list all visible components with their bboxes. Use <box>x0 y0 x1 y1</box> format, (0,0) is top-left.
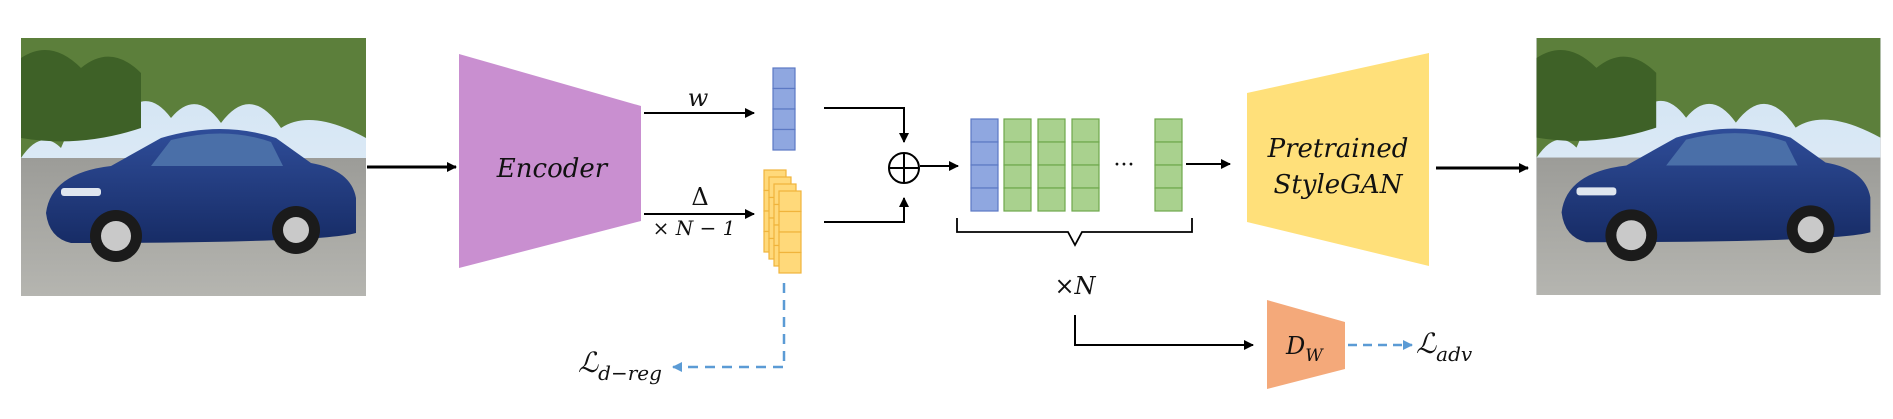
repeat-brace <box>956 218 1193 247</box>
w-vector-cells <box>772 67 796 151</box>
repeat-n-label: ×N <box>1054 272 1096 300</box>
delta-vector-4 <box>778 190 802 274</box>
latent-to-discriminator-arrow <box>1074 315 1254 350</box>
stylegan-label-line1: Pretrained <box>1267 134 1409 164</box>
delta-latent-stack <box>763 169 802 274</box>
discriminator-block: DW <box>1267 300 1345 389</box>
delta-to-sum-arrow <box>824 197 909 223</box>
latent-ellipsis: ··· <box>1114 153 1135 178</box>
latent-code-green-last <box>1154 118 1183 212</box>
delta-to-dreg-dashed-arrow <box>672 283 786 372</box>
svg-text:ℒd−reg: ℒd−reg <box>578 346 662 385</box>
latent-code-green-3 <box>1071 118 1100 212</box>
latent-code-w <box>970 118 999 212</box>
stylegan-block: Pretrained StyleGAN <box>1247 53 1429 266</box>
encoder-label: Encoder <box>496 154 609 184</box>
sum-operator <box>888 152 920 184</box>
svg-text:DW: DW <box>1285 332 1324 366</box>
w-label: w <box>688 84 709 112</box>
latent-code-green-1 <box>1003 118 1032 212</box>
delta-label: Δ <box>691 183 708 211</box>
output-car-image <box>1536 38 1881 295</box>
loss-dreg: ℒd−reg <box>578 346 662 385</box>
delta-count-label: × N − 1 <box>653 216 736 240</box>
latent-code-green-2 <box>1037 118 1066 212</box>
w-to-sum-arrow <box>824 107 909 143</box>
svg-text:ℒadv: ℒadv <box>1416 327 1473 366</box>
encoder-block: Encoder <box>459 54 641 268</box>
input-car-image <box>21 38 366 296</box>
stylegan-label-line2: StyleGAN <box>1274 170 1404 200</box>
combined-latent-codes <box>970 118 1183 212</box>
w-latent-vector <box>772 67 796 151</box>
loss-adv: ℒadv <box>1416 327 1473 366</box>
